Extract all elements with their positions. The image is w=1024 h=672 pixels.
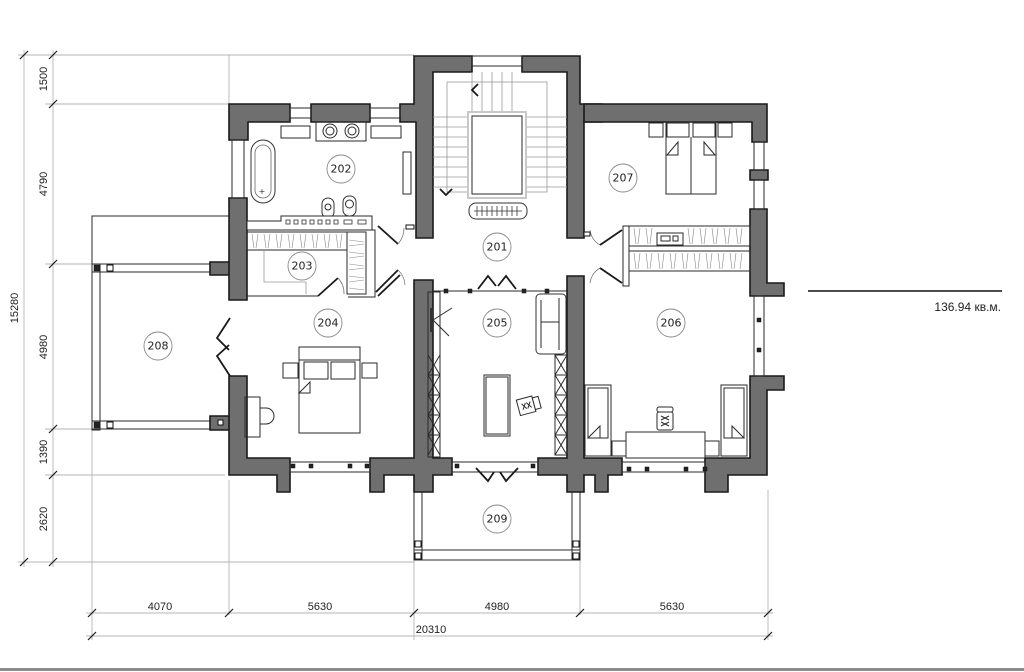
living-205-furniture <box>427 291 568 458</box>
windows <box>231 55 765 473</box>
doors <box>215 224 623 483</box>
dim-bottom-total: 20310 <box>416 624 447 636</box>
dimension-labels-left: 1500 4790 4980 1390 2620 15280 <box>9 67 50 531</box>
room-label-204: 204 <box>313 308 343 338</box>
svg-text:209: 209 <box>487 513 508 526</box>
dim-left-total: 15280 <box>9 293 21 324</box>
svg-text:201: 201 <box>487 241 508 254</box>
walls <box>228 55 785 493</box>
room-label-203: 203 <box>287 251 317 281</box>
svg-text:207: 207 <box>613 172 634 185</box>
svg-text:208: 208 <box>148 340 169 353</box>
svg-text:+: + <box>259 187 266 196</box>
dimension-labels-bottom: 4070 5630 4980 5630 20310 <box>148 601 684 636</box>
total-area-note: 136.94 кв.м. <box>808 290 1002 314</box>
room-label-209: 209 <box>482 504 512 534</box>
room-labels: 201 202 203 204 205 206 207 208 209 <box>143 154 686 534</box>
svg-text:204: 204 <box>318 317 339 330</box>
dim-bottom-1: 4070 <box>148 601 172 613</box>
wardrobe-207-206 <box>622 225 751 287</box>
room-label-206: 206 <box>656 308 686 338</box>
room-206-furniture <box>584 384 748 459</box>
dim-left-1: 1500 <box>38 67 50 91</box>
dim-left-2: 4790 <box>38 172 50 196</box>
dim-left-4: 1390 <box>38 440 50 464</box>
dimension-ticks <box>19 50 773 641</box>
dressing-room-203 <box>246 229 376 298</box>
bathroom-fixtures: + <box>246 121 412 231</box>
dim-left-5: 2620 <box>38 507 50 531</box>
room-label-205: 205 <box>482 308 512 338</box>
dim-left-3: 4980 <box>38 335 50 359</box>
staircase <box>433 72 567 220</box>
bed-204 <box>244 346 378 438</box>
room-label-202: 202 <box>326 154 356 184</box>
bed-207 <box>648 121 733 195</box>
svg-text:203: 203 <box>292 260 313 273</box>
room-label-207: 207 <box>608 163 638 193</box>
dim-bottom-2: 5630 <box>308 601 332 613</box>
bottom-border-line <box>0 668 1024 671</box>
dim-bottom-3: 4980 <box>485 601 509 613</box>
dim-bottom-4: 5630 <box>660 601 684 613</box>
room-label-201: 201 <box>482 232 512 262</box>
terrace-208 <box>91 215 231 431</box>
terrace-209 <box>413 487 581 561</box>
svg-text:205: 205 <box>487 317 508 330</box>
room-label-208: 208 <box>143 331 173 361</box>
grid-lines <box>18 50 773 640</box>
total-area-label: 136.94 кв.м. <box>934 300 1001 314</box>
svg-text:206: 206 <box>661 317 682 330</box>
svg-text:202: 202 <box>331 163 352 176</box>
